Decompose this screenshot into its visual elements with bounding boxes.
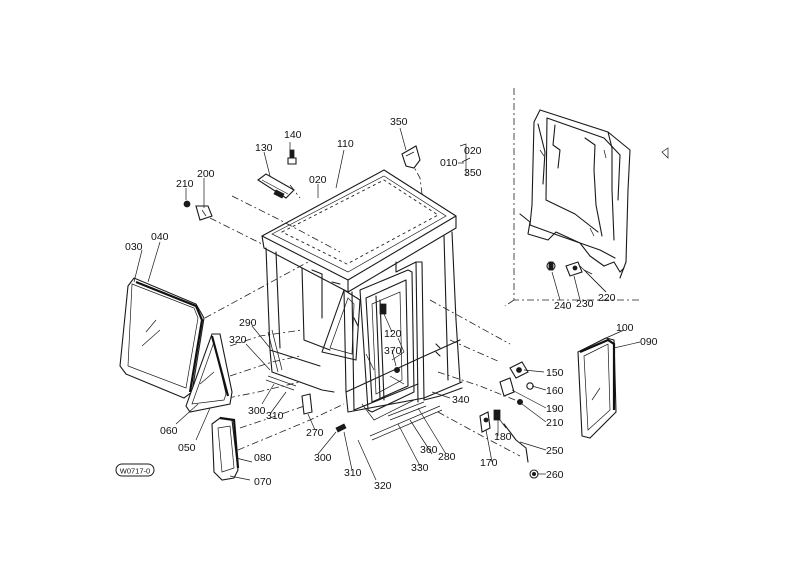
label-290: 290 xyxy=(239,317,257,329)
label-170: 170 xyxy=(480,457,498,469)
cab-door xyxy=(359,269,415,421)
label-370: 370 xyxy=(384,345,402,357)
label-270: 270 xyxy=(306,427,324,439)
label-310-left: 310 xyxy=(266,410,284,422)
label-250: 250 xyxy=(546,445,564,457)
strip-330 xyxy=(387,401,427,421)
strip-300-left xyxy=(265,375,297,391)
label-140: 140 xyxy=(284,129,302,141)
striker-150 xyxy=(509,361,529,379)
label-100: 100 xyxy=(616,322,634,334)
clip-370 xyxy=(393,366,400,373)
bracket-200 xyxy=(195,205,213,221)
clip-270 xyxy=(301,393,313,415)
inset-frame xyxy=(504,88,640,307)
label-330: 330 xyxy=(411,462,429,474)
rod-250 xyxy=(499,419,529,463)
label-120: 120 xyxy=(384,328,402,340)
label-280: 280 xyxy=(438,451,456,463)
handle-350 xyxy=(401,145,421,169)
label-080: 080 xyxy=(254,452,272,464)
label-260: 260 xyxy=(546,469,564,481)
label-200: 200 xyxy=(197,168,215,180)
label-020: 020 xyxy=(309,174,327,186)
label-110: 110 xyxy=(337,138,354,150)
screw-210-right xyxy=(517,398,524,405)
label-320-lower: 320 xyxy=(374,480,392,492)
glass-lower-070 xyxy=(211,416,240,481)
inset-screw-220 xyxy=(583,269,593,275)
part-labels: 110 020 140 130 200 210 350 020 010 350 … xyxy=(125,116,658,492)
label-040: 040 xyxy=(151,231,169,243)
label-160: 160 xyxy=(546,385,564,397)
strip-320-lower xyxy=(369,405,443,441)
guide-lines xyxy=(204,159,521,457)
label-020-group: 020 xyxy=(464,145,482,157)
glass-right-090 xyxy=(577,337,617,439)
clip-290 xyxy=(267,329,283,373)
front-window-frame xyxy=(321,289,361,361)
lamp-130 xyxy=(257,173,295,199)
label-230: 230 xyxy=(576,298,594,310)
inset-bracket-230 xyxy=(565,261,583,277)
label-210-right: 210 xyxy=(546,417,564,429)
label-060: 060 xyxy=(160,425,178,437)
label-090: 090 xyxy=(640,336,658,348)
nut-260 xyxy=(529,469,539,479)
inset-cab-frame xyxy=(519,109,669,279)
label-030: 030 xyxy=(125,241,143,253)
label-220: 220 xyxy=(598,292,616,304)
label-340: 340 xyxy=(452,394,470,406)
label-360: 360 xyxy=(420,444,438,456)
label-190: 190 xyxy=(546,403,564,415)
drawing-code: W0717-0 xyxy=(120,467,150,476)
label-180: 180 xyxy=(494,431,512,443)
label-210-top: 210 xyxy=(176,178,194,190)
label-070: 070 xyxy=(254,476,272,488)
label-350-top: 350 xyxy=(390,116,408,128)
bracket-190 xyxy=(499,377,515,397)
drawing-code-tag: W0717-0 xyxy=(115,463,155,477)
inset-bolt-240 xyxy=(546,261,556,271)
label-240: 240 xyxy=(554,300,572,312)
cab-roof xyxy=(261,169,457,293)
cab-frame xyxy=(265,231,463,413)
label-010: 010 xyxy=(440,157,458,169)
leader-lines xyxy=(133,127,641,481)
stud-310-lower xyxy=(335,423,347,433)
lock-120 xyxy=(379,303,387,315)
screw-210-top xyxy=(183,200,191,208)
bolt-140 xyxy=(287,149,297,165)
label-350-group: 350 xyxy=(464,167,482,179)
bolt-180 xyxy=(493,409,501,421)
label-050: 050 xyxy=(178,442,196,454)
label-300-left: 300 xyxy=(248,405,266,417)
label-310-lower: 310 xyxy=(344,467,362,479)
glass-side-050 xyxy=(185,333,233,413)
label-320-left: 320 xyxy=(229,334,247,346)
hinge-170 xyxy=(479,411,491,433)
label-300-lower: 300 xyxy=(314,452,332,464)
glass-rear-030 xyxy=(119,277,205,399)
label-130: 130 xyxy=(255,142,273,154)
label-150: 150 xyxy=(546,367,564,379)
